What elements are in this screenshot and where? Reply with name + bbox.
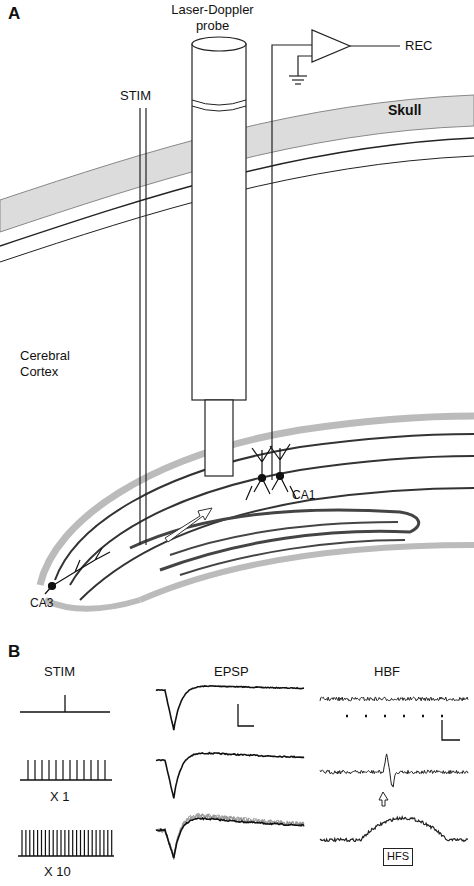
label: Skull — [388, 102, 421, 119]
output-wire — [350, 45, 400, 46]
label: X 1 — [50, 789, 70, 805]
hippocampal-layer — [55, 434, 474, 580]
probe-ring — [192, 106, 246, 111]
label: EPSP — [214, 664, 249, 680]
scale-bar — [238, 704, 460, 740]
probe-ring — [192, 100, 246, 105]
stimulus-markers — [346, 715, 443, 718]
label: A — [8, 4, 20, 24]
ground-wire — [298, 56, 312, 76]
label: REC — [405, 38, 432, 54]
rec-electrode — [272, 45, 312, 480]
stimulus-traces — [18, 695, 114, 856]
epsp-trace — [156, 686, 304, 730]
label: HBF — [374, 664, 400, 680]
hbf-trace — [320, 697, 468, 701]
hbf-trace — [320, 754, 468, 787]
amplifier-symbol — [312, 30, 350, 62]
label: Cerebral Cortex — [20, 348, 90, 379]
label-box: HFS — [383, 848, 413, 866]
label: B — [8, 642, 20, 662]
label: STIM — [44, 664, 75, 680]
hbf-trace — [320, 817, 468, 842]
pathway-arrow — [165, 508, 212, 542]
probe-tip — [205, 400, 233, 476]
event-arrow — [379, 792, 388, 806]
stim-electrode — [145, 108, 146, 545]
epsp-trace-overlay — [156, 814, 304, 859]
ca1-neurons — [246, 444, 296, 500]
probe-cap — [192, 37, 246, 51]
epsp-trace — [156, 753, 304, 799]
recorded-traces — [22, 686, 468, 860]
box-text: HFS — [387, 850, 409, 863]
hippocampal-edge — [45, 600, 140, 609]
epsp-trace — [156, 818, 304, 858]
epsp-trace-overlay — [156, 814, 304, 859]
label: CA3 — [30, 596, 53, 610]
alveus — [40, 416, 474, 585]
dentate-gyrus — [180, 540, 405, 575]
stimulus-train — [22, 760, 112, 856]
label: CA1 — [292, 488, 315, 502]
label: STIM — [120, 88, 151, 104]
ca3-neuron — [45, 548, 110, 594]
hippocampal-layer — [80, 488, 474, 600]
ground-symbol — [289, 76, 307, 84]
stim-electrode — [139, 108, 140, 545]
probe-body — [192, 44, 246, 400]
label: Laser-Doppler probe — [160, 2, 265, 33]
label: X 10 — [44, 864, 71, 880]
